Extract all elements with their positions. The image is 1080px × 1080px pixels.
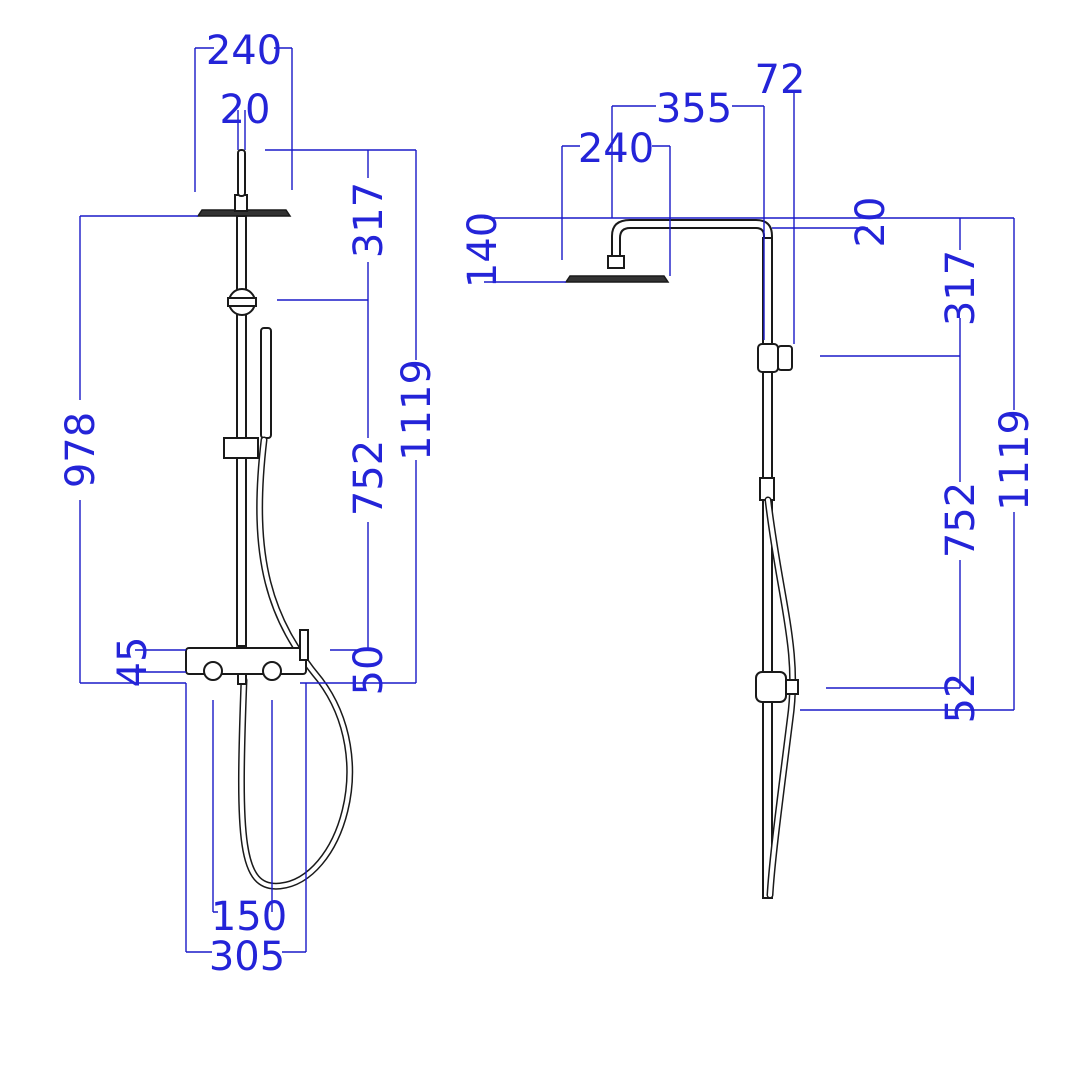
front-view-product xyxy=(185,149,354,890)
front-arm-stub xyxy=(237,149,246,197)
side-dim-diverter-to-mixer: 752 xyxy=(938,482,984,558)
front-dim-diverter-to-mixer: 752 xyxy=(346,440,392,516)
front-mixer-outlet xyxy=(237,673,247,685)
front-mixer-handle xyxy=(299,629,309,661)
side-dim-arm-projection: 355 xyxy=(656,86,732,132)
front-dim-mixer-offset-right: 50 xyxy=(346,645,392,696)
side-view-dimensions: 355 240 72 140 20 317 752 52 1119 xyxy=(460,57,1038,723)
side-shower-head xyxy=(564,275,670,283)
side-dim-mixer-height: 52 xyxy=(938,673,984,724)
side-arm xyxy=(611,219,773,259)
side-dim-overall-height: 1119 xyxy=(992,409,1038,511)
front-head-connector xyxy=(234,194,248,212)
front-dim-head-to-diverter: 317 xyxy=(346,182,392,258)
side-diverter xyxy=(757,343,779,373)
front-dim-overall-height: 1119 xyxy=(394,359,440,461)
front-slide-bracket xyxy=(223,437,259,459)
front-dim-head-diameter: 240 xyxy=(206,28,282,74)
side-diverter-knob xyxy=(777,345,793,371)
side-dim-head-drop: 140 xyxy=(460,212,506,288)
front-view-dimensions: 240 20 317 752 50 1119 978 45 150 305 xyxy=(58,28,440,980)
front-diverter-lever xyxy=(227,297,257,307)
side-dim-head-diameter: 240 xyxy=(578,126,654,172)
front-dim-head-height: 978 xyxy=(58,412,104,488)
front-dim-inlet-spacing: 150 xyxy=(211,894,287,940)
front-dim-arm-diameter: 20 xyxy=(220,87,271,133)
front-hand-shower xyxy=(260,327,272,439)
front-mixer-inlet-right xyxy=(262,661,282,681)
side-head-connector xyxy=(607,255,625,269)
side-mixer-body xyxy=(755,671,787,703)
side-dim-head-to-diverter: 317 xyxy=(938,250,984,326)
front-dim-mixer-width: 305 xyxy=(209,934,285,980)
front-riser xyxy=(236,215,247,647)
side-dim-arm-diameter: 20 xyxy=(848,197,894,248)
side-view-product xyxy=(564,219,799,899)
front-shower-head xyxy=(196,209,292,217)
side-dim-wall-offset: 72 xyxy=(755,57,806,103)
front-mixer-inlet-left xyxy=(203,661,223,681)
side-mixer-knob xyxy=(785,679,799,695)
front-dim-mixer-offset-left: 45 xyxy=(110,637,156,688)
